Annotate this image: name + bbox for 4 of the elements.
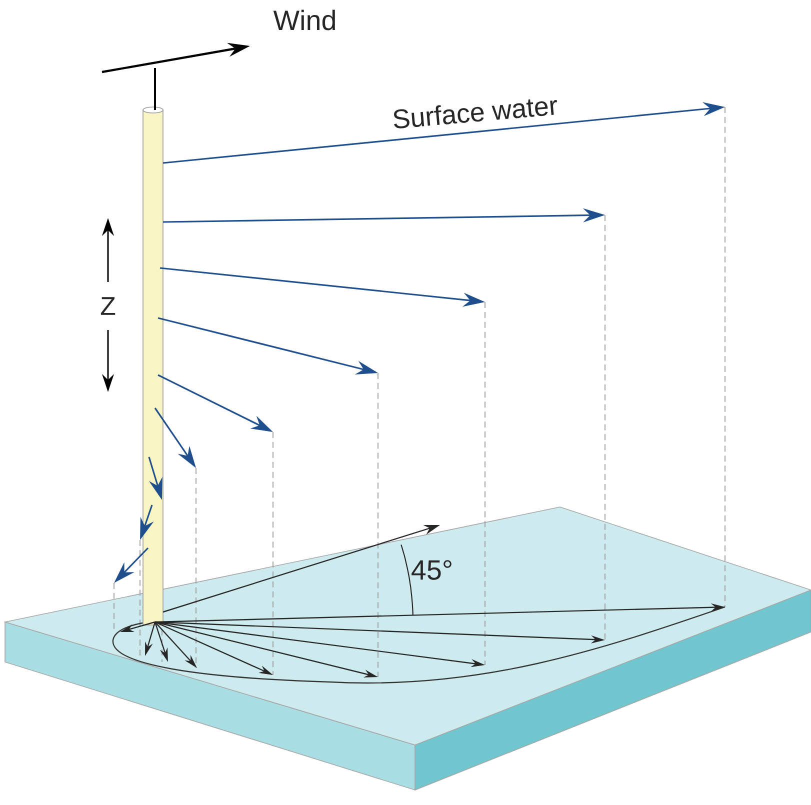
depth-label: Z — [100, 297, 116, 315]
wind-label: Wind — [273, 10, 335, 30]
angle-label: 45° — [412, 560, 452, 580]
surface-water-label: Surface water — [394, 99, 557, 128]
